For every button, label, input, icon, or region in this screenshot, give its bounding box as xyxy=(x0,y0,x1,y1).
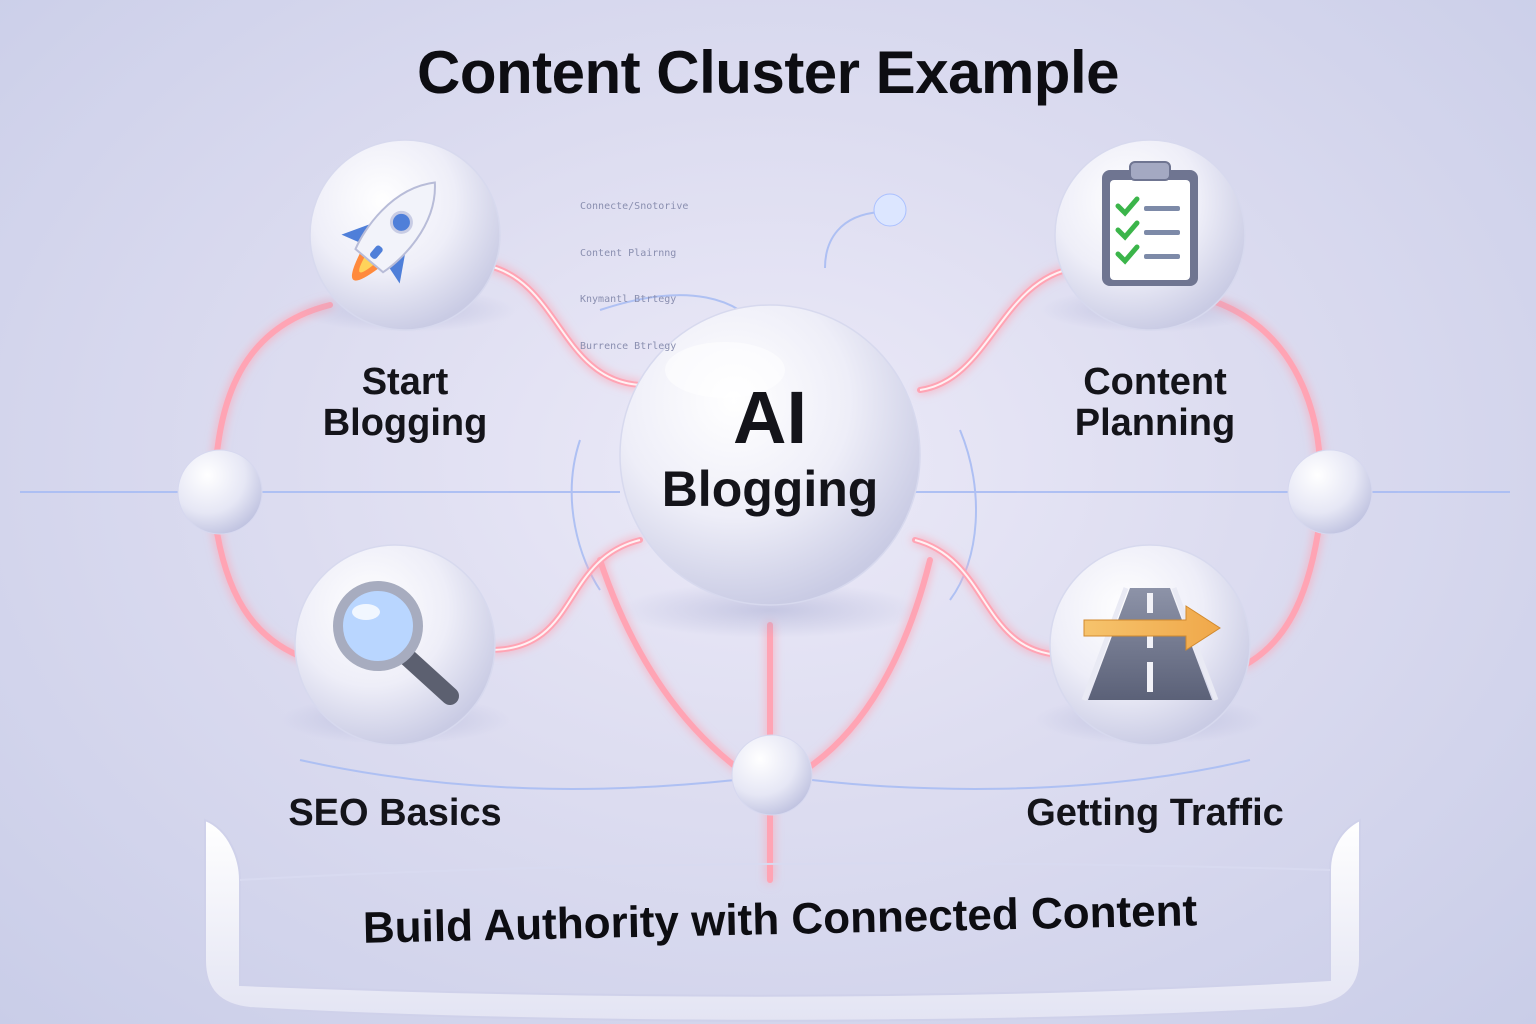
rocket-icon xyxy=(341,181,436,284)
bullet-item: Knymantl Btrtegy xyxy=(580,294,677,305)
hub-label-ai: AI xyxy=(733,376,807,459)
bullet-item: Connecte/Snotorive xyxy=(580,201,689,212)
small-node-left xyxy=(177,449,263,535)
small-node-right xyxy=(1287,449,1373,535)
clipboard-checklist-icon xyxy=(1102,161,1198,286)
hub-sphere xyxy=(619,304,921,606)
hub-label-blogging: Blogging xyxy=(661,461,879,517)
topic-label-seo-basics: SEO Basics xyxy=(288,792,502,834)
banner-ribbon xyxy=(204,818,1361,1022)
topic-label-getting-traffic: Getting Traffic xyxy=(1026,792,1284,834)
small-node-top xyxy=(873,193,907,227)
diagram-title: Content Cluster Example xyxy=(417,39,1119,106)
glow-highlights xyxy=(484,264,1076,656)
magnifier-icon xyxy=(333,581,459,705)
bullet-item: Burrence Btrlegy xyxy=(580,340,677,352)
bullet-item: Content Plairnng xyxy=(580,247,677,259)
thin-connectors xyxy=(20,211,1510,790)
small-node-bottom xyxy=(731,734,813,816)
bullet-list-top: Connecte/Snotorive Content Plairnng Knym… xyxy=(580,168,688,370)
road-arrow-icon xyxy=(1081,587,1221,701)
